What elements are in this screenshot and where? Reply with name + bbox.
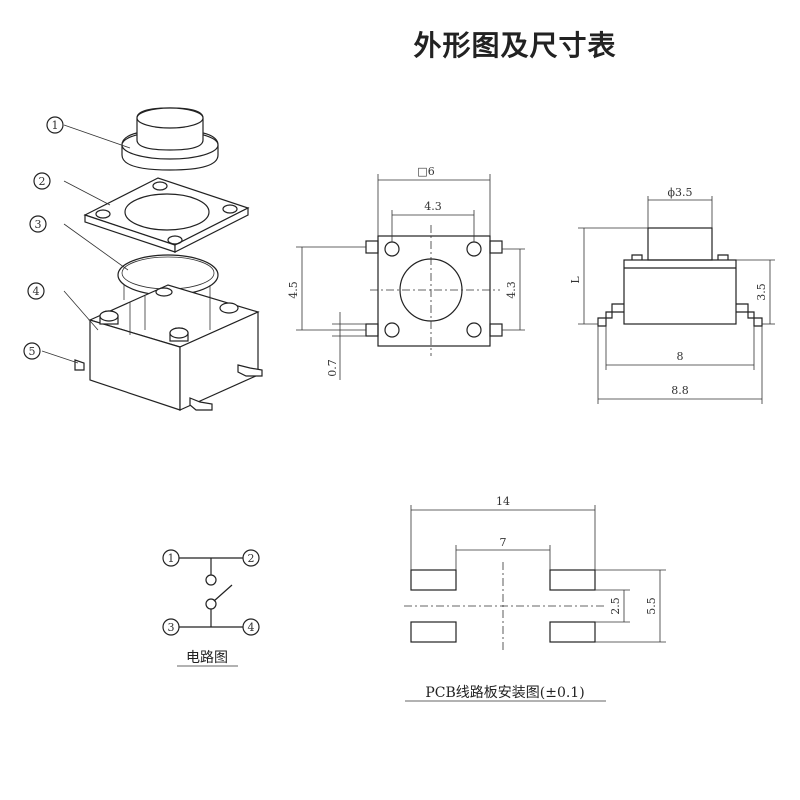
circuit-pin-2: 2: [242, 549, 260, 567]
callout-5: 5: [23, 342, 41, 360]
dim-hole-spacing: 4.3: [424, 200, 442, 213]
exploded-view: 1 2 3 4 5: [23, 107, 263, 411]
callout-1: 1: [46, 116, 64, 134]
pcb-dim-height: 5.5: [645, 597, 658, 615]
dim-inner-width: 8: [677, 350, 684, 363]
dim-body-height: 3.5: [755, 283, 768, 301]
svg-text:4: 4: [33, 285, 40, 298]
callout-2: 2: [33, 172, 51, 190]
page-title: 外形图及尺寸表: [413, 29, 617, 62]
callout-3: 3: [29, 215, 47, 233]
pcb-layout: 14 7 2.5 5.5 PCB线路板安装图(±0.1): [404, 495, 666, 702]
pcb-dim-gap: 2.5: [609, 597, 622, 615]
dim-pin-width: 0.7: [326, 359, 339, 377]
pcb-dim-inner: 7: [500, 536, 507, 549]
dim-total-height: L: [569, 276, 582, 284]
svg-text:2: 2: [39, 175, 46, 188]
circuit-pin-1: 1: [162, 549, 180, 567]
dim-outer-width: 8.8: [671, 384, 689, 397]
svg-text:4: 4: [248, 621, 255, 634]
svg-text:1: 1: [168, 552, 175, 565]
pcb-caption: PCB线路板安装图(±0.1): [425, 685, 584, 701]
callouts: 1 2 3 4 5: [23, 116, 131, 364]
svg-text:5: 5: [29, 345, 36, 358]
circuit-caption: 电路图: [186, 650, 228, 666]
top-view: □6 4.3 4.5 4.3 0.7: [287, 165, 525, 380]
circuit-pin-3: 3: [162, 618, 180, 636]
top-plate: [83, 177, 250, 253]
circuit-diagram: 1 2 3 4 电路图: [162, 549, 260, 667]
svg-text:2: 2: [248, 552, 255, 565]
svg-text:1: 1: [52, 119, 59, 132]
svg-text:3: 3: [35, 218, 42, 231]
dim-diameter: ϕ3.5: [668, 186, 693, 199]
pcb-dim-outer: 14: [496, 495, 510, 508]
dim-height-right: 4.3: [505, 281, 518, 299]
callout-4: 4: [27, 282, 45, 300]
dim-outline: □6: [417, 165, 434, 178]
base-housing: [88, 284, 260, 411]
button-cap: [121, 107, 219, 171]
dim-height-left: 4.5: [287, 281, 300, 299]
side-view: ϕ3.5 L 3.5 8 8.8: [569, 186, 775, 404]
circuit-pin-4: 4: [242, 618, 260, 636]
svg-text:3: 3: [168, 621, 175, 634]
